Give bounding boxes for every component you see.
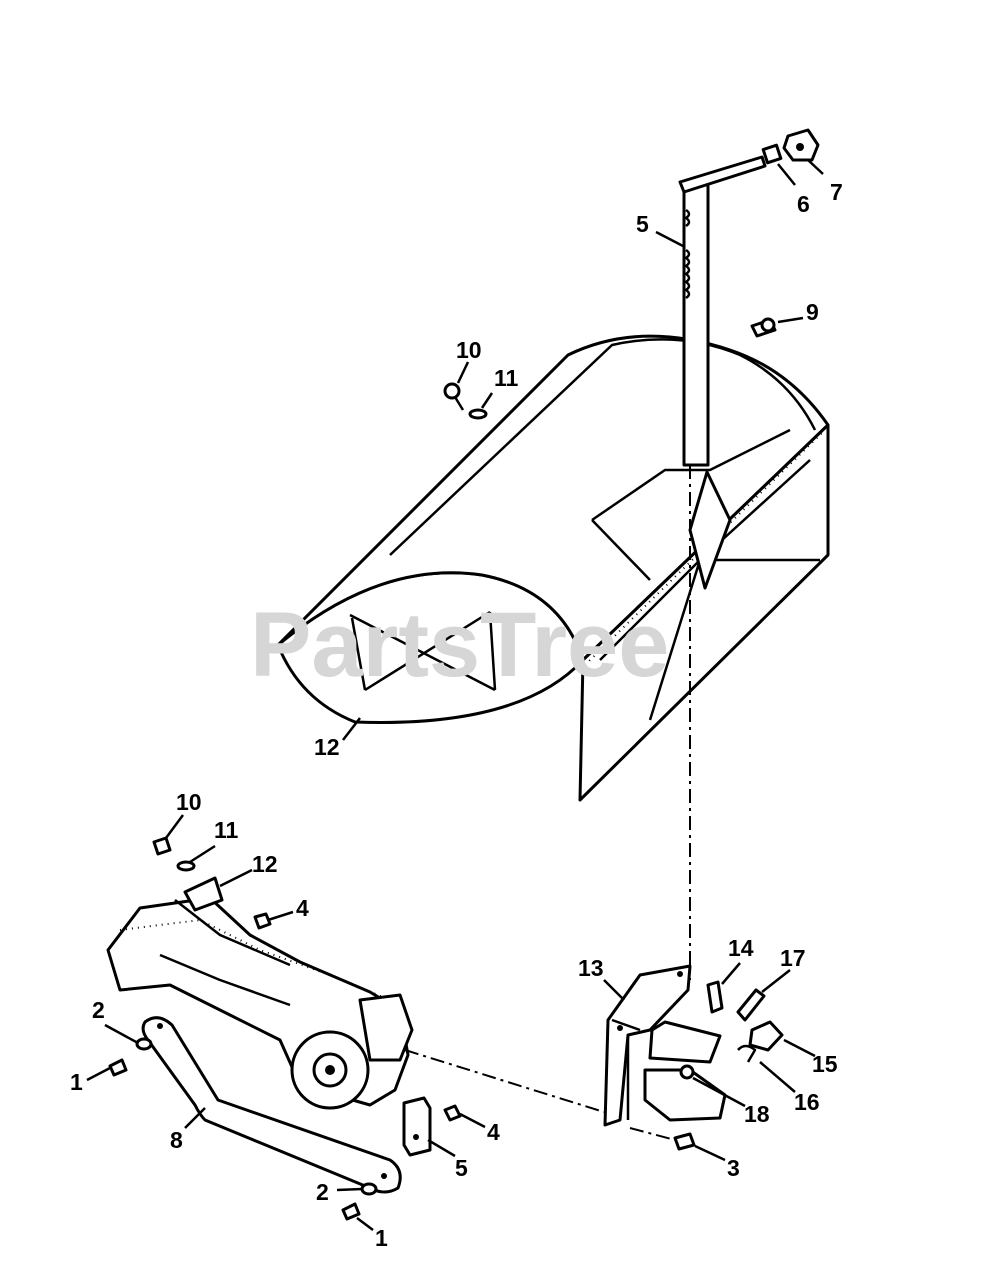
callout-1: 1: [70, 1069, 83, 1095]
bolt-17[interactable]: [736, 988, 766, 1022]
bolt-1-upper[interactable]: [108, 1058, 128, 1077]
tine-shield[interactable]: [276, 334, 830, 802]
callout-6: 6: [797, 191, 810, 217]
nut-4-lower[interactable]: [443, 1104, 462, 1122]
callout-8: 8: [170, 1127, 183, 1153]
bolt-3[interactable]: [673, 1132, 696, 1151]
callout-5: 5: [455, 1155, 468, 1181]
depth-bar[interactable]: [682, 183, 732, 590]
nut-4-upper[interactable]: [253, 912, 272, 930]
callout-11: 11: [494, 365, 519, 391]
callout-labels: 7 6 5 9 10 11 12 10 11 12 4 2 1 8 4 5 2 …: [70, 179, 843, 1251]
callout-4: 4: [296, 895, 309, 921]
washer-11-upper[interactable]: [468, 408, 488, 420]
assembly-lines: [404, 465, 691, 1141]
spacer-block[interactable]: [402, 1096, 432, 1157]
clip-15[interactable]: [748, 1020, 784, 1052]
callout-3: 3: [727, 1155, 740, 1181]
bracket-12-lower[interactable]: [183, 876, 224, 912]
callout-2: 2: [316, 1179, 329, 1205]
screw-9[interactable]: [750, 317, 777, 338]
callout-7: 7: [830, 179, 843, 205]
callout-2: 2: [92, 997, 105, 1023]
callout-5: 5: [636, 211, 649, 237]
washer-2-upper[interactable]: [135, 1037, 153, 1051]
bolt-1-lower[interactable]: [341, 1202, 361, 1221]
pin-14[interactable]: [706, 980, 724, 1014]
mounting-bracket[interactable]: [603, 964, 692, 1127]
callout-15: 15: [812, 1051, 838, 1077]
callout-13: 13: [578, 955, 604, 981]
callout-1: 1: [375, 1225, 388, 1251]
bolt-10-lower[interactable]: [152, 836, 172, 856]
callout-11: 11: [214, 817, 239, 843]
callout-17: 17: [780, 945, 806, 971]
leader-lines: [86, 159, 824, 1231]
transmission-housing[interactable]: [106, 896, 414, 1110]
callout-9: 9: [806, 299, 819, 325]
callout-4: 4: [487, 1119, 500, 1145]
callout-10: 10: [176, 789, 202, 815]
watermark: PartsTree: [250, 594, 669, 696]
callout-18: 18: [744, 1101, 770, 1127]
washer-11-lower[interactable]: [176, 860, 196, 872]
callout-12: 12: [314, 734, 340, 760]
nut-18[interactable]: [679, 1064, 695, 1080]
knob[interactable]: [782, 128, 820, 162]
hairpin-16[interactable]: [737, 1044, 757, 1063]
pin[interactable]: [678, 155, 767, 194]
hitch-plate[interactable]: [643, 1020, 727, 1122]
callout-16: 16: [794, 1089, 820, 1115]
washer-2-lower[interactable]: [360, 1182, 378, 1196]
callout-10: 10: [456, 337, 482, 363]
callout-12: 12: [252, 851, 278, 877]
callout-14: 14: [728, 935, 754, 961]
spacer[interactable]: [761, 143, 783, 165]
bolt-10-upper[interactable]: [443, 382, 465, 411]
